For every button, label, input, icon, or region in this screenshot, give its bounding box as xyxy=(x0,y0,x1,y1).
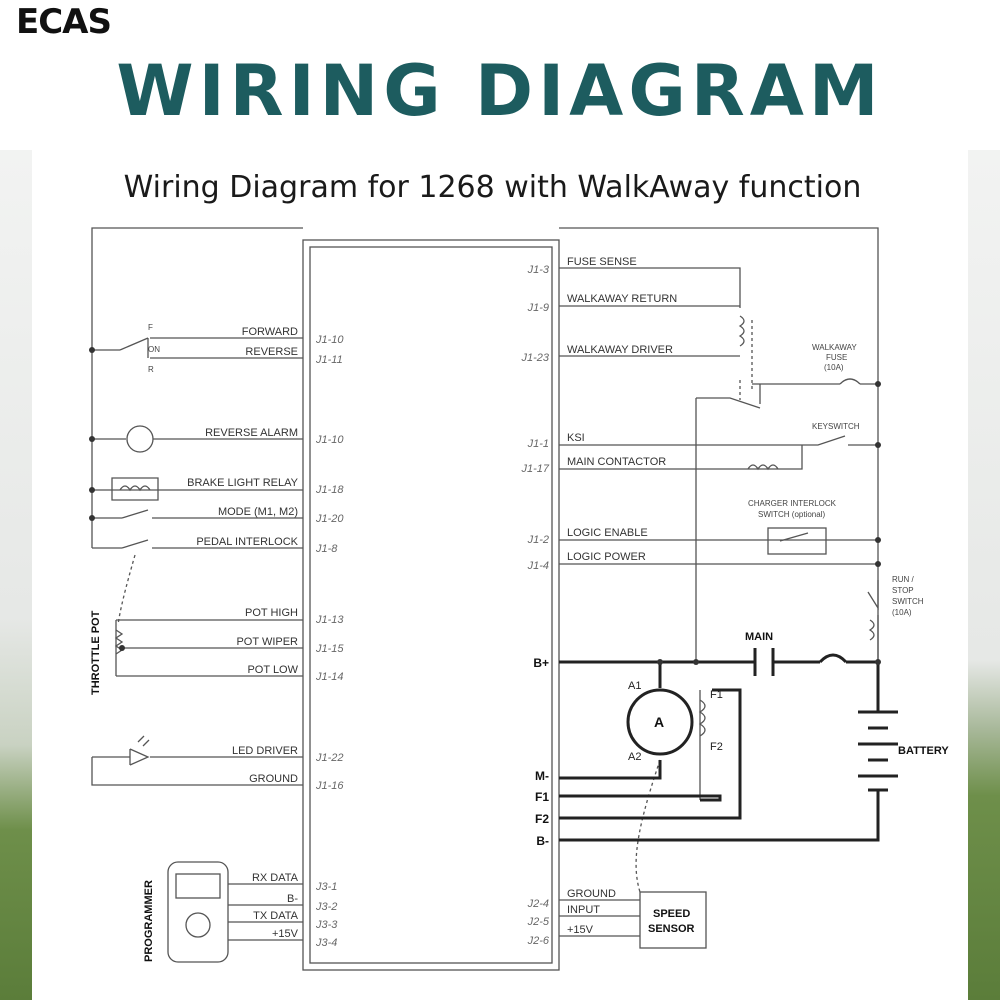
speed-sensor-box xyxy=(639,891,707,949)
throttle-pot-label: THROTTLE POT xyxy=(90,610,102,695)
run-stop-label-3: SWITCH xyxy=(892,597,924,606)
label-walkaway-return: WALKAWAY RETURN xyxy=(567,293,677,305)
label-fuse-sense: FUSE SENSE xyxy=(567,256,637,268)
label-tx-data: TX DATA xyxy=(253,910,298,922)
label-pot-low: POT LOW xyxy=(247,664,298,676)
motor-armature-label: A xyxy=(654,714,664,730)
switch-label-r: R xyxy=(148,365,154,374)
label-15v-prog: +15V xyxy=(272,928,299,940)
walkaway-fuse-label-3: (10A) xyxy=(824,363,844,372)
label-forward: FORWARD xyxy=(242,326,298,338)
motor-a1-label: A1 xyxy=(628,680,641,692)
speed-sensor-label-1: SPEED xyxy=(653,908,690,920)
label-15v-sensor: +15V xyxy=(567,924,594,936)
label-mode: MODE (M1, M2) xyxy=(218,506,298,518)
pin-rx-data: J3-1 xyxy=(315,881,337,893)
label-walkaway-driver: WALKAWAY DRIVER xyxy=(567,344,673,356)
pin-logic-power: J1-4 xyxy=(527,560,549,572)
programmer-device xyxy=(167,861,229,963)
charger-interlock-label-1: CHARGER INTERLOCK xyxy=(748,499,837,508)
label-ground-left: GROUND xyxy=(249,773,298,785)
walkaway-fuse-label-2: FUSE xyxy=(826,353,847,362)
charger-interlock-switch xyxy=(767,527,827,555)
label-ground-right: GROUND xyxy=(567,888,616,900)
pin-input: J2-5 xyxy=(527,916,550,928)
pin-pedal-interlock: J1-8 xyxy=(315,543,338,555)
pin-forward: J1-10 xyxy=(315,334,344,346)
pin-main-contactor: J1-17 xyxy=(520,463,549,475)
label-b-minus-prog: B- xyxy=(287,893,298,905)
pin-ground-left: J1-16 xyxy=(315,780,344,792)
pin-mode: J1-20 xyxy=(315,513,344,525)
label-pedal-interlock: PEDAL INTERLOCK xyxy=(196,536,298,548)
pin-led-driver: J1-22 xyxy=(315,752,344,764)
terminal-b-minus: B- xyxy=(536,834,549,848)
run-stop-label-2: STOP xyxy=(892,586,914,595)
label-input: INPUT xyxy=(567,904,600,916)
keyswitch-label: KEYSWITCH xyxy=(812,422,860,431)
label-brake-light-relay: BRAKE LIGHT RELAY xyxy=(187,477,299,489)
switch-label-on: ON xyxy=(148,345,160,354)
controller-box xyxy=(302,239,560,971)
pin-15v-prog: J3-4 xyxy=(315,937,337,949)
terminal-f2: F2 xyxy=(535,812,549,826)
background-right-scenery xyxy=(968,150,1000,1000)
speed-sensor-label-2: SENSOR xyxy=(648,923,695,935)
field-f1-label: F1 xyxy=(710,689,723,701)
run-stop-label-4: (10A) xyxy=(892,608,912,617)
run-stop-label-1: RUN / xyxy=(892,575,915,584)
diagram-subtitle: Wiring Diagram for 1268 with WalkAway fu… xyxy=(123,170,862,205)
label-logic-enable: LOGIC ENABLE xyxy=(567,527,648,539)
page-title: WIRING DIAGRAM xyxy=(116,50,884,132)
pin-fuse-sense: J1-3 xyxy=(527,264,550,276)
terminal-b-plus: B+ xyxy=(533,656,549,670)
pin-15v-sensor: J2-6 xyxy=(527,935,550,947)
walkaway-fuse-label-1: WALKAWAY xyxy=(812,343,857,352)
pin-pot-low: J1-14 xyxy=(315,671,344,683)
label-main-contactor: MAIN CONTACTOR xyxy=(567,456,666,468)
pin-walkaway-return: J1-9 xyxy=(527,302,549,314)
pin-logic-enable: J1-2 xyxy=(527,534,549,546)
pin-pot-high: J1-13 xyxy=(315,614,344,626)
controller-inner-box xyxy=(309,246,553,964)
field-f2-label: F2 xyxy=(710,741,723,753)
pin-ksi: J1-1 xyxy=(527,438,549,450)
pin-pot-wiper: J1-15 xyxy=(315,643,344,655)
battery-label: BATTERY xyxy=(898,745,949,757)
pin-walkaway-driver: J1-23 xyxy=(520,352,549,364)
pin-reverse: J1-11 xyxy=(315,354,343,366)
background-left-scenery xyxy=(0,150,32,1000)
terminal-f1: F1 xyxy=(535,790,549,804)
terminal-m-minus: M- xyxy=(535,769,549,783)
label-reverse: REVERSE xyxy=(245,346,298,358)
label-rx-data: RX DATA xyxy=(252,872,299,884)
pin-brake-light-relay: J1-18 xyxy=(315,484,344,496)
programmer-label: PROGRAMMER xyxy=(143,880,155,962)
charger-interlock-label-2: SWITCH (optional) xyxy=(758,510,825,519)
pin-ground-right: J2-4 xyxy=(527,898,549,910)
motor-a2-label: A2 xyxy=(628,751,641,763)
label-reverse-alarm: REVERSE ALARM xyxy=(205,427,298,439)
label-pot-high: POT HIGH xyxy=(245,607,298,619)
switch-label-f: F xyxy=(148,323,153,332)
label-pot-wiper: POT WIPER xyxy=(236,636,298,648)
pin-b-minus-prog: J3-2 xyxy=(315,901,337,913)
main-contactor-label: MAIN xyxy=(745,631,773,643)
brand-logo: ECAS xyxy=(16,2,112,42)
label-led-driver: LED DRIVER xyxy=(232,745,298,757)
pin-reverse-alarm: J1-10 xyxy=(315,434,344,446)
label-ksi: KSI xyxy=(567,432,585,444)
label-logic-power: LOGIC POWER xyxy=(567,551,646,563)
pin-tx-data: J3-3 xyxy=(315,919,338,931)
